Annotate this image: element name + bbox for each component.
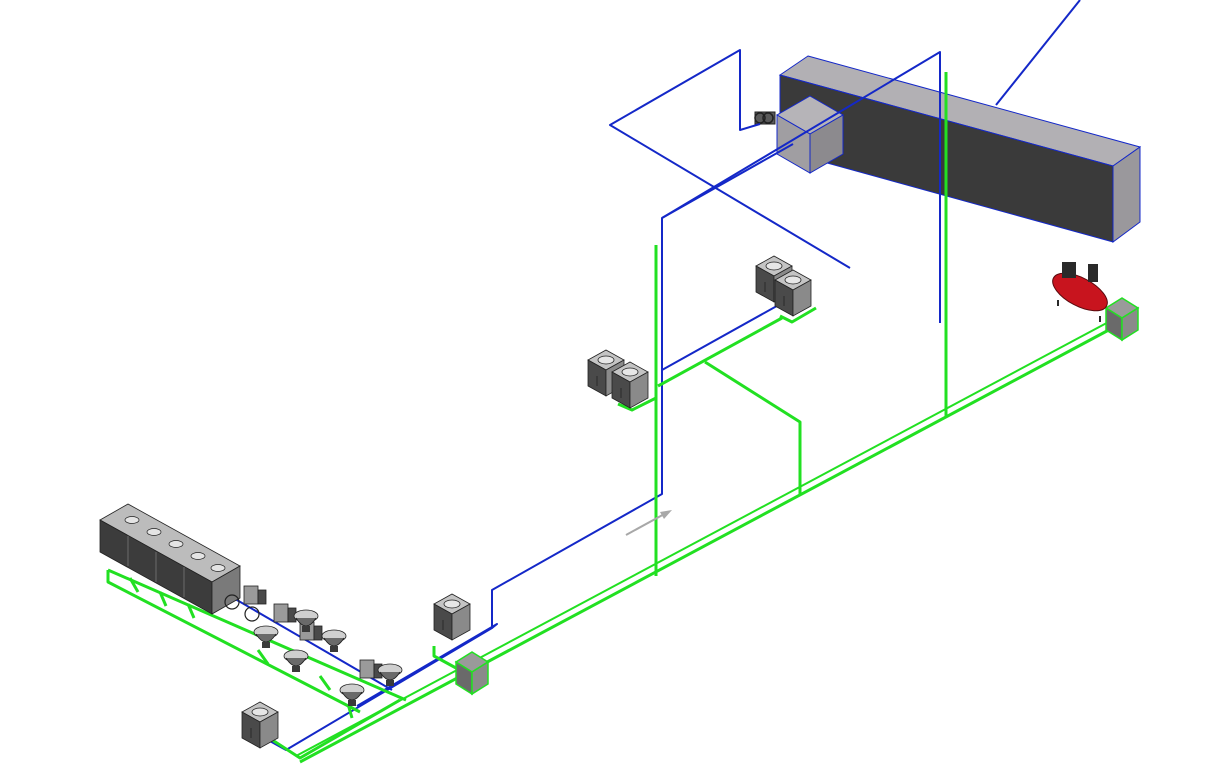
- cleanout-box-right[interactable]: [1104, 297, 1140, 342]
- drain-stub-2: [158, 591, 168, 607]
- tank-valve-icon: [754, 111, 776, 125]
- vent-pipe-zigzag: [609, 49, 851, 269]
- compressor-motor: [1062, 262, 1076, 278]
- drain-branch-upper: [657, 316, 783, 388]
- counter-side: [211, 565, 241, 615]
- toilet-row[interactable]: [224, 585, 403, 707]
- cleanout-right-right: [1121, 306, 1139, 342]
- lavatory-single-lower[interactable]: [433, 593, 471, 641]
- main-drain-line: [299, 322, 1121, 764]
- basin-2: [146, 528, 162, 536]
- drain-left-sub: [106, 570, 361, 714]
- compressor-head: [1088, 264, 1098, 282]
- drain-piping: [106, 72, 1121, 764]
- urinal-2: [273, 603, 297, 623]
- cleanout-box-left[interactable]: [454, 651, 490, 696]
- drain-stub-4: [256, 649, 270, 665]
- sink-counter-row[interactable]: [99, 503, 241, 615]
- direction-arrow-icon: [625, 510, 672, 536]
- vent-pipe-roof-exit: [995, 0, 1081, 106]
- main-drain-line-2: [295, 317, 1117, 757]
- vent-piping: [229, 0, 1081, 751]
- lavatory-5: [433, 593, 471, 641]
- drain-stub-1: [128, 577, 140, 593]
- floor-drain-icon: [224, 594, 260, 622]
- drain-lav-upper: [617, 396, 657, 412]
- compressor-tank: [1052, 272, 1108, 312]
- lavatory-4: [611, 361, 649, 409]
- tank-inlet-box-right: [809, 114, 844, 174]
- vent-pipe-to-tank: [661, 143, 794, 219]
- drain-stub-6: [346, 703, 354, 719]
- basin-5: [210, 564, 226, 572]
- lavatory-group-middle[interactable]: [587, 349, 649, 409]
- drain-stub-5: [318, 675, 332, 691]
- basin-4: [190, 552, 206, 560]
- drain-stub-3: [186, 603, 196, 619]
- vent-pipe-long-diagonal: [249, 51, 941, 751]
- toilet-1: [253, 625, 279, 649]
- urinal-1: [243, 585, 267, 605]
- basin-3: [168, 540, 184, 548]
- lavatory-group-top[interactable]: [755, 255, 812, 317]
- tank-side-face: [1112, 146, 1141, 243]
- lavatory-single-bottom[interactable]: [241, 701, 279, 749]
- drain-branch-loop: [704, 360, 802, 494]
- air-compressor[interactable]: [1047, 262, 1113, 322]
- basin-1: [124, 516, 140, 524]
- vent-pipe-lav-group: [661, 301, 785, 371]
- vent-pipe-branch: [356, 623, 498, 707]
- drain-lav-low: [432, 646, 457, 670]
- drain-lav-top: [779, 306, 817, 324]
- lavatory-6: [241, 701, 279, 749]
- toilet-4: [321, 629, 347, 653]
- drain-lower-left: [259, 698, 401, 760]
- lavatory-2: [774, 269, 812, 317]
- cleanout-left-right: [471, 660, 489, 696]
- toilet-2: [283, 649, 309, 673]
